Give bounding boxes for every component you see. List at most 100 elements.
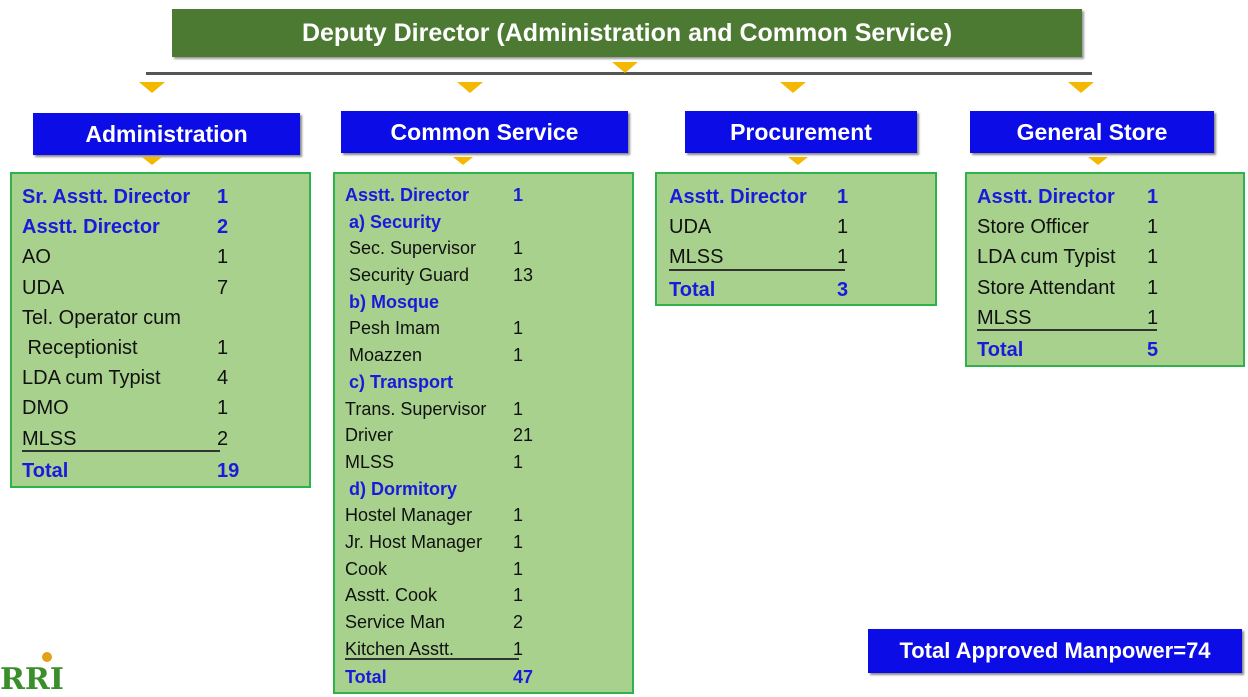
staff-row: d) Dormitory [345, 476, 632, 503]
staff-count: 1 [1147, 186, 1159, 208]
connector-arrow [1088, 157, 1108, 165]
staff-count: 1 [513, 585, 524, 606]
connector-line [146, 72, 1092, 75]
staff-row: Tel. Operator cum [22, 303, 309, 333]
staff-count: 1 [513, 558, 524, 579]
staff-label: Sec. Supervisor [349, 238, 477, 259]
staff-label: Asstt. Director [669, 186, 807, 208]
connector-arrow [453, 157, 473, 165]
connector-arrow [1068, 82, 1094, 93]
total-manpower-label: Total Approved Manpower=74 [899, 638, 1211, 663]
staff-count: 1 [1147, 216, 1159, 239]
staff-label: Cook [345, 558, 388, 579]
staff-label: Asstt. Director [345, 185, 470, 205]
staff-label: UDA [22, 276, 65, 299]
dept-header-label: Common Service [390, 118, 579, 145]
staff-label: MLSS [977, 306, 1032, 329]
staff-count: 1 [513, 185, 524, 205]
dept-header-label: General Store [1016, 118, 1168, 145]
staff-count: 1 [837, 216, 849, 239]
staff-label: a) Security [349, 211, 442, 232]
staff-label: MLSS [22, 427, 77, 450]
staff-label: Asstt. Director [22, 216, 160, 239]
staff-row: DMO 1 [22, 393, 309, 423]
staff-count: 1 [1147, 306, 1159, 329]
staff-label: Trans. Supervisor [345, 398, 487, 419]
total-approved-manpower: Total Approved Manpower=74 [868, 629, 1242, 673]
staff-count: 2 [217, 216, 229, 239]
staff-row: AO 1 [22, 242, 309, 272]
deputy-director-title: Deputy Director (Administration and Comm… [301, 18, 953, 47]
dept-header-common-service: Common Service [341, 111, 628, 153]
staff-label: Asstt. Director [977, 186, 1115, 208]
staff-label: Total [977, 338, 1024, 361]
staff-count: 1 [513, 238, 524, 259]
connector-arrow [788, 157, 808, 165]
staff-count: 1 [217, 246, 229, 269]
staff-label: Total [669, 278, 716, 301]
staff-label: Total [345, 667, 387, 688]
staff-row: c) Transport [345, 369, 632, 396]
staff-count: 4 [217, 367, 229, 390]
logo-dot-icon [42, 652, 52, 662]
staff-count: 1 [513, 531, 524, 552]
staff-label: b) Mosque [349, 291, 439, 312]
staff-row: Pesh Imam 1 [345, 315, 632, 342]
staff-label: Kitchen Asstt. [345, 638, 455, 659]
staff-label: Store Attendant [977, 276, 1115, 299]
staff-count: 47 [513, 667, 534, 688]
staff-count: 1 [837, 246, 849, 269]
staff-row: Asstt. Director 1 [977, 182, 1243, 212]
logo: RRI [0, 662, 64, 697]
staff-label: Sr. Asstt. Director [22, 186, 191, 208]
staff-row: Kitchen Asstt. 1 [345, 636, 523, 661]
staff-label: Receptionist [22, 336, 138, 359]
staff-label: MLSS [669, 246, 724, 269]
staff-count: 1 [217, 397, 229, 420]
connector-arrow [780, 82, 806, 93]
connector-arrow [612, 62, 638, 73]
staff-row: Asstt. Director 2 [22, 212, 309, 242]
staff-row: MLSS 1 [977, 303, 1159, 331]
staff-label: Driver [345, 425, 393, 446]
dept-header-general-store: General Store [970, 111, 1214, 153]
staff-count: 1 [513, 318, 524, 339]
staff-count: 1 [513, 505, 524, 526]
staff-count: 21 [513, 425, 534, 446]
staff-count: 1 [513, 451, 524, 472]
dept-header-administration: Administration [33, 113, 300, 155]
connector-arrow [139, 82, 165, 93]
staff-count: 1 [513, 638, 524, 659]
staff-label: Pesh Imam [349, 318, 441, 339]
staff-label: Security Guard [349, 265, 470, 286]
staff-count: 1 [837, 186, 849, 208]
staff-row: Total 47 [345, 664, 632, 691]
staff-label: Moazzen [349, 345, 423, 366]
staff-row: Security Guard 13 [345, 262, 632, 289]
staff-row: Cook 1 [345, 556, 632, 583]
staff-label: AO [22, 246, 51, 269]
staff-row: MLSS 1 [669, 242, 849, 271]
connector-arrow [457, 82, 483, 93]
staff-count: 13 [513, 265, 534, 286]
dept-header-label: Procurement [730, 118, 872, 145]
staff-row: Sr. Asstt. Director 1 [22, 182, 309, 212]
staff-count: 1 [217, 186, 229, 208]
staff-row: Asstt. Director 1 [345, 182, 632, 209]
staff-label: Total [22, 459, 69, 482]
staff-label: DMO [22, 397, 69, 420]
